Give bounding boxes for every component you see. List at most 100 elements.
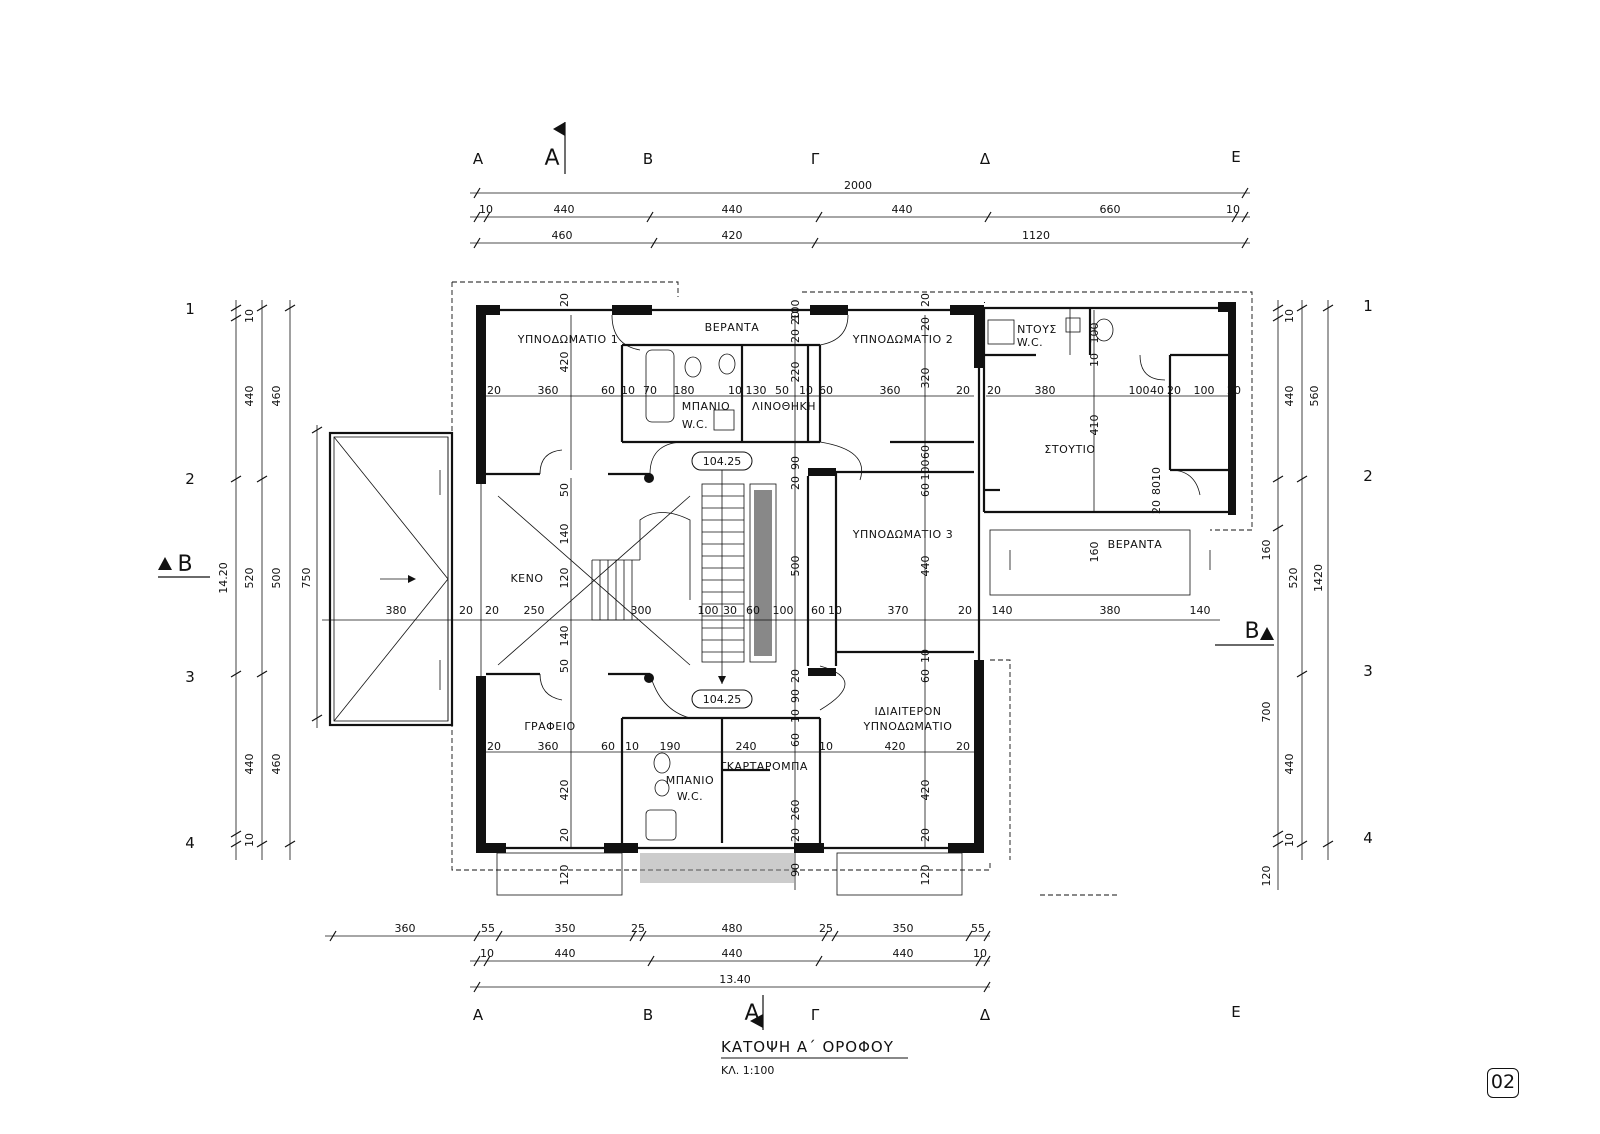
axis-label-2-right: 2 <box>1363 467 1373 485</box>
room-linen: ΛΙΝΟΘΗΚΗ <box>752 400 816 413</box>
svg-text:10: 10 <box>480 947 494 960</box>
svg-text:350: 350 <box>893 922 914 935</box>
svg-text:440: 440 <box>243 754 256 775</box>
svg-text:380: 380 <box>1035 384 1056 397</box>
page-number-badge: 02 <box>1487 1068 1519 1098</box>
axis-label-g-top: Γ <box>811 150 820 168</box>
svg-text:700: 700 <box>1260 702 1273 723</box>
svg-text:20: 20 <box>789 329 802 343</box>
room-bedroom-1: ΥΠΝΟΔΩΜΑΤΙΟ 1 <box>517 333 618 346</box>
svg-text:440: 440 <box>554 203 575 216</box>
interior-dimension-vertical-mid: 90 20 140 120 140 500 440 410 100 10 60 … <box>558 323 1163 647</box>
staircase <box>497 462 777 684</box>
room-bedroom-2: ΥΠΝΟΔΩΜΑΤΙΟ 2 <box>852 333 953 346</box>
svg-text:20: 20 <box>1167 384 1181 397</box>
svg-text:410: 410 <box>1088 415 1101 436</box>
svg-text:440: 440 <box>1283 754 1296 775</box>
svg-text:10: 10 <box>828 604 842 617</box>
svg-text:40: 40 <box>1150 384 1164 397</box>
axis-label-e-bottom: Ε <box>1231 1003 1240 1021</box>
section-marker-b-left: Β <box>158 552 210 578</box>
svg-text:20: 20 <box>789 311 802 325</box>
svg-text:10: 10 <box>621 384 635 397</box>
drawing-title: ΚΑΤΟΨΗ Α΄ ΟΡΟΦΟΥ <box>721 1038 894 1056</box>
axis-label-d-top: Δ <box>980 150 991 168</box>
svg-text:10: 10 <box>1226 203 1240 216</box>
svg-text:140: 140 <box>1190 604 1211 617</box>
room-wc-bath-2: W.C. <box>677 790 703 803</box>
axis-labels-left: 1 2 3 4 <box>185 300 195 852</box>
svg-text:120: 120 <box>558 568 571 589</box>
svg-text:50: 50 <box>558 483 571 497</box>
svg-text:10: 10 <box>243 833 256 847</box>
svg-text:70: 70 <box>643 384 657 397</box>
svg-text:10: 10 <box>243 309 256 323</box>
svg-text:20: 20 <box>956 384 970 397</box>
svg-text:10: 10 <box>973 947 987 960</box>
svg-text:100: 100 <box>1129 384 1150 397</box>
svg-text:20: 20 <box>919 828 932 842</box>
room-wc-shower: W.C. <box>1017 336 1043 349</box>
svg-text:10: 10 <box>919 649 932 663</box>
room-wc-bath-1: W.C. <box>682 418 708 431</box>
svg-text:360: 360 <box>395 922 416 935</box>
axis-label-d-bottom: Δ <box>980 1006 991 1024</box>
interior-dimension-row-1: 20 360 60 10 70 180 10 130 50 10 60 360 … <box>487 384 970 397</box>
svg-text:130: 130 <box>746 384 767 397</box>
axis-labels-right: 1 2 3 4 <box>1363 297 1373 847</box>
svg-text:20: 20 <box>919 293 932 307</box>
section-marker-a-bottom: Α <box>744 995 764 1030</box>
svg-text:2000: 2000 <box>844 179 872 192</box>
svg-text:560: 560 <box>1308 386 1321 407</box>
svg-text:20: 20 <box>956 740 970 753</box>
svg-text:50: 50 <box>558 659 571 673</box>
svg-text:60: 60 <box>919 445 932 459</box>
svg-text:10: 10 <box>819 740 833 753</box>
level-marker-lower: 104.25 <box>703 693 742 706</box>
svg-text:60: 60 <box>789 733 802 747</box>
axis-label-1-right: 1 <box>1363 297 1373 315</box>
svg-text:60: 60 <box>601 384 615 397</box>
svg-text:260: 260 <box>789 800 802 821</box>
svg-text:90: 90 <box>789 863 802 877</box>
room-veranda-right: ΒΕΡΑΝΤΑ <box>1108 538 1163 551</box>
svg-text:1120: 1120 <box>1022 229 1050 242</box>
svg-text:480: 480 <box>722 922 743 935</box>
svg-text:520: 520 <box>243 568 256 589</box>
svg-text:30: 30 <box>723 604 737 617</box>
left-terrace <box>328 431 454 727</box>
dimension-chain-bottom: 360 55 350 25 480 25 350 55 10 440 440 4… <box>325 922 991 993</box>
axis-labels-bottom: Α Β Γ Δ Ε <box>473 1003 1241 1024</box>
svg-text:20: 20 <box>487 384 501 397</box>
svg-text:60: 60 <box>746 604 760 617</box>
room-shower: ΝΤΟΥΣ <box>1017 323 1057 336</box>
svg-text:60: 60 <box>811 604 825 617</box>
svg-text:460: 460 <box>270 754 283 775</box>
room-master-bedroom-line-1: ΙΔΙΑΙΤΕΡΟΝ <box>875 705 942 718</box>
svg-text:10: 10 <box>1283 309 1296 323</box>
axis-label-4-left: 4 <box>185 834 195 852</box>
axis-label-b-bottom: Β <box>643 1006 653 1024</box>
axis-labels-top: Α Β Γ Δ Ε <box>473 148 1241 168</box>
svg-text:90: 90 <box>789 456 802 470</box>
axis-label-b-top: Β <box>643 150 653 168</box>
svg-text:100: 100 <box>698 604 719 617</box>
room-studio: ΣΤΟΥΤΙΟ <box>1044 443 1095 456</box>
axis-label-a-bottom: Α <box>473 1006 484 1024</box>
svg-text:420: 420 <box>722 229 743 242</box>
svg-text:240: 240 <box>736 740 757 753</box>
room-bedroom-3: ΥΠΝΟΔΩΜΑΤΙΟ 3 <box>852 528 953 541</box>
svg-text:10: 10 <box>625 740 639 753</box>
exterior-walls <box>476 302 1236 853</box>
interior-dimension-row-3: 20 360 60 10 190 240 10 420 20 <box>487 740 970 753</box>
svg-text:10: 10 <box>1088 353 1101 367</box>
room-dimension-lines <box>322 310 1228 890</box>
svg-text:10: 10 <box>789 709 802 723</box>
svg-text:60: 60 <box>919 669 932 683</box>
svg-text:25: 25 <box>631 922 645 935</box>
svg-text:420: 420 <box>885 740 906 753</box>
svg-text:10: 10 <box>1150 467 1163 481</box>
door-swings <box>539 314 1201 719</box>
svg-text:60: 60 <box>819 384 833 397</box>
svg-text:140: 140 <box>992 604 1013 617</box>
